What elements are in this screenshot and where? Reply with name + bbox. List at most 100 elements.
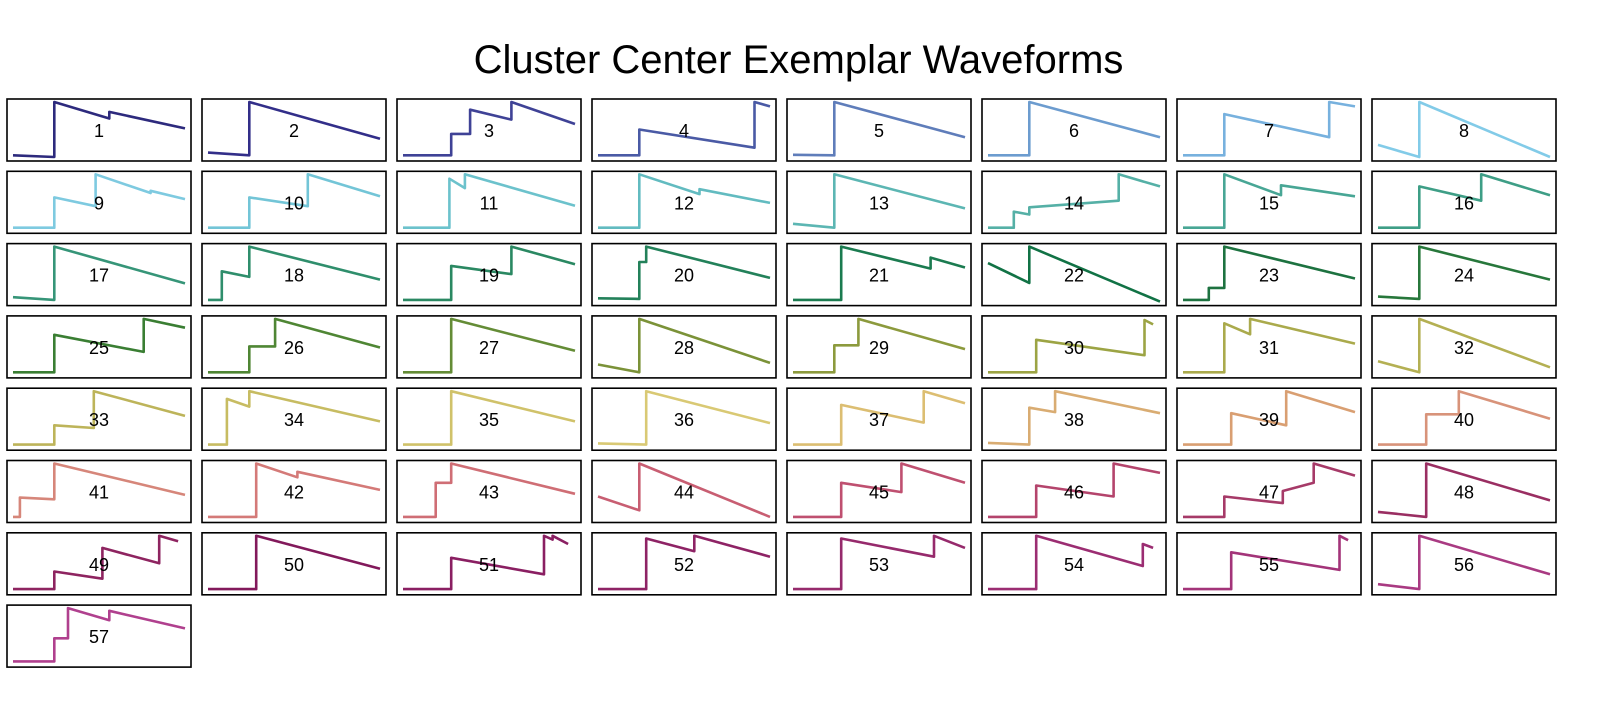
waveform-panel-11: 11 (396, 170, 582, 235)
waveform-panel-55: 55 (1176, 531, 1362, 596)
waveform-panel-26: 26 (201, 315, 387, 379)
panel-label: 40 (1454, 410, 1474, 430)
panel-label: 24 (1454, 266, 1474, 286)
waveform-panel-2: 2 (201, 98, 387, 162)
panel-label: 30 (1064, 338, 1084, 358)
waveform-panel-19: 19 (396, 242, 582, 307)
panel-label: 13 (869, 193, 889, 213)
waveform-line (1183, 389, 1356, 446)
panel-label: 18 (284, 266, 304, 286)
panel-label: 26 (284, 338, 304, 358)
waveform-line (597, 317, 771, 374)
waveform-panel-54: 54 (981, 531, 1167, 596)
waveform-line (793, 534, 966, 591)
panel-frame (786, 459, 972, 524)
waveform-panel-15: 15 (1176, 170, 1362, 235)
panel-frame (1176, 459, 1362, 524)
waveform-line (1183, 245, 1356, 302)
waveform-line (597, 389, 771, 446)
panel-frame (786, 242, 972, 307)
waveform-line (208, 534, 381, 591)
panel-frame (981, 387, 1167, 452)
panel-label: 50 (284, 555, 304, 575)
waveform-line (793, 317, 966, 374)
waveform-panel-12: 12 (591, 170, 777, 235)
waveform-panel-46: 46 (981, 459, 1167, 524)
panel-frame (201, 315, 387, 379)
panel-frame (1371, 531, 1557, 596)
waveform-line (793, 245, 966, 302)
waveform-panel-38: 38 (981, 387, 1167, 452)
panel-frame (591, 531, 777, 596)
waveform-line (1183, 173, 1356, 229)
waveform-panel-40: 40 (1371, 387, 1557, 452)
waveform-panel-56: 56 (1371, 531, 1557, 596)
waveform-panel-28: 28 (591, 315, 777, 379)
waveform-panel-51: 51 (396, 531, 582, 596)
panel-frame (1176, 170, 1362, 235)
panel-frame (201, 531, 387, 596)
waveform-line (403, 534, 569, 591)
panel-frame (591, 170, 777, 235)
panel-label: 1 (94, 121, 104, 141)
waveform-panel-37: 37 (786, 387, 972, 452)
waveform-panel-43: 43 (396, 459, 582, 524)
waveform-line (1377, 100, 1551, 159)
waveform-panel-44: 44 (591, 459, 777, 524)
waveform-panel-18: 18 (201, 242, 387, 307)
waveform-panel-27: 27 (396, 315, 582, 379)
waveform-line (12, 245, 186, 302)
waveform-line (1378, 173, 1551, 229)
panel-label: 15 (1259, 193, 1279, 213)
waveform-panel-4: 4 (591, 98, 777, 162)
panel-frame (396, 387, 582, 452)
panel-label: 37 (869, 410, 889, 430)
panel-label: 8 (1459, 121, 1469, 141)
panel-frame (786, 315, 972, 379)
waveform-line (598, 173, 771, 229)
panel-label: 42 (284, 483, 304, 503)
waveform-line (792, 173, 966, 229)
waveform-panel-50: 50 (201, 531, 387, 596)
panel-label: 51 (479, 555, 499, 575)
panel-frame (1371, 98, 1557, 162)
waveform-line (208, 317, 381, 374)
panel-frame (6, 170, 192, 235)
panel-frame (981, 315, 1167, 379)
waveform-line (793, 462, 966, 519)
panel-frame (1371, 459, 1557, 524)
waveform-panel-29: 29 (786, 315, 972, 379)
panel-label: 57 (89, 627, 109, 647)
panel-frame (201, 98, 387, 162)
panel-label: 27 (479, 338, 499, 358)
waveform-panel-25: 25 (6, 315, 192, 379)
panel-frame (1371, 387, 1557, 452)
panel-label: 9 (94, 193, 104, 213)
waveform-panel-1: 1 (6, 98, 192, 162)
panel-frame (396, 98, 582, 162)
panel-label: 46 (1064, 483, 1084, 503)
waveform-panel-53: 53 (786, 531, 972, 596)
panel-label: 43 (479, 483, 499, 503)
panel-frame (591, 387, 777, 452)
panel-frame (591, 315, 777, 379)
waveform-panel-5: 5 (786, 98, 972, 162)
waveform-line (793, 389, 966, 446)
panel-frame (1371, 170, 1557, 235)
panel-label: 38 (1064, 410, 1084, 430)
waveform-line (403, 389, 576, 446)
waveform-line (597, 462, 771, 519)
panel-label: 14 (1064, 193, 1084, 213)
waveform-line (1377, 534, 1551, 591)
panel-frame (6, 459, 192, 524)
panel-label: 3 (484, 121, 494, 141)
waveform-panel-57: 57 (6, 604, 192, 668)
waveform-line (1377, 317, 1551, 374)
panel-label: 11 (480, 193, 499, 213)
waveform-line (598, 100, 771, 157)
panel-label: 20 (674, 266, 694, 286)
panel-label: 33 (89, 410, 109, 430)
waveform-panel-22: 22 (981, 242, 1167, 307)
panel-label: 47 (1259, 483, 1279, 503)
